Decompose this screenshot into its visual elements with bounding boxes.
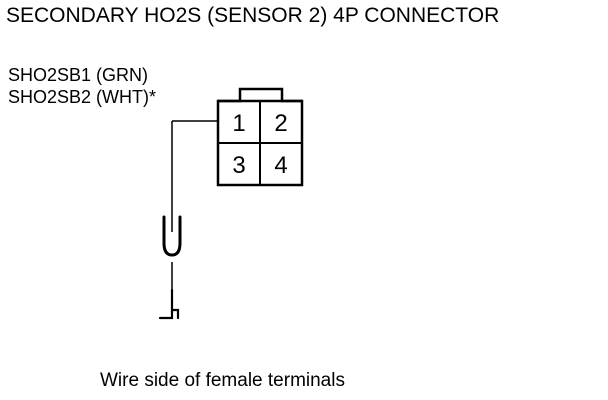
pin-2-label: 2 — [274, 110, 287, 137]
diagram-caption: Wire side of female terminals — [100, 370, 345, 391]
probe-u-icon — [162, 215, 182, 257]
wire-label-sho2sb1: SHO2SB1 (GRN) — [8, 65, 149, 85]
pin-4-label: 4 — [274, 152, 287, 179]
pin-3-label: 3 — [232, 152, 245, 179]
connector-latch — [218, 87, 302, 103]
ground-hook-icon — [158, 288, 180, 320]
pin-1-label: 1 — [232, 110, 245, 137]
diagram-title: SECONDARY HO2S (SENSOR 2) 4P CONNECTOR — [6, 4, 500, 27]
wire-label-sho2sb2: SHO2SB2 (WHT)* — [8, 87, 157, 107]
